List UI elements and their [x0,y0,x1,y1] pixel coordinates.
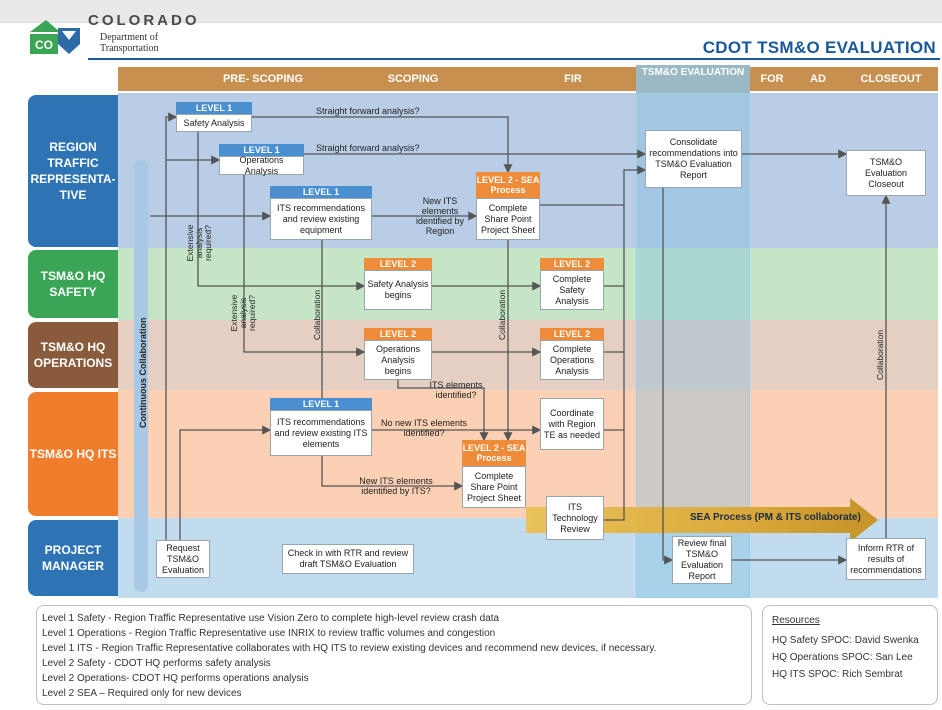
closeout-box: TSM&O Evaluation Closeout [846,150,926,196]
phase-closeout: CLOSEOUT [860,73,922,85]
legend-line-4: Level 2 Safety - CDOT HQ performs safety… [42,658,271,669]
legend-line-3: Level 1 ITS - Region Traffic Representat… [42,643,657,654]
lane-label-operations: TSM&O HQ OPERATIONS [28,322,118,388]
l2-sea-bottom-tag: LEVEL 2 - SEA Process [462,440,526,466]
resources-title: Resources [772,615,820,626]
legend-line-5: Level 2 Operations- CDOT HQ performs ope… [42,673,309,684]
its-technology-review-box: ITS Technology Review [546,496,604,540]
sea-process-label: SEA Process (PM & ITS collaborate) [690,512,861,523]
label-new-its-region: New ITS elements identified by Region [415,196,465,236]
l2-ops-begin-tag: LEVEL 2 [364,328,432,340]
l1-its-rtr-tag: LEVEL 1 [270,186,372,198]
label-straight-forward-1: Straight forward analysis? [316,106,420,116]
resource-safety-spoc: HQ Safety SPOC: David Swenka [772,635,919,646]
phase-scoping: SCOPING [387,73,439,85]
inform-rtr-box: Inform RTR of results of recommendations [846,538,926,580]
phase-for: FOR [760,73,784,85]
top-bar [0,0,942,23]
l1-safety-tag: LEVEL 1 [176,102,252,114]
l2-sea-bottom-box: Complete Share Point Project Sheet [462,466,526,508]
l2-safety-complete-tag: LEVEL 2 [540,258,604,270]
l1-its-rtr-box: ITS recommendations and review existing … [270,198,372,240]
l2-sea-top-tag: LEVEL 2 - SEA Process [476,172,540,198]
lane-label-region: REGION TRAFFIC REPRESENTA-TIVE [28,95,118,247]
check-in-rtr-box: Check in with RTR and review draft TSM&O… [282,544,414,574]
label-new-its-by-its: New ITS elements identified by ITS? [359,476,433,496]
label-collaboration-1: Collaboration [312,289,322,340]
lane-label-safety: TSM&O HQ SAFETY [28,250,118,318]
legend-line-1: Level 1 Safety - Region Traffic Represen… [42,613,500,624]
page-title: CDOT TSM&O EVALUATION [702,38,936,57]
title-divider [88,58,940,60]
lane-bg-safety [118,248,938,320]
phase-pre-scoping: PRE- SCOPING [222,73,304,85]
l2-safety-begin-box: Safety Analysis begins [364,270,432,310]
phase-bar: PRE- SCOPING SCOPING FIR FOR AD CLOSEOUT [118,67,938,91]
label-extensive-1: Extensive analysis required? [185,224,213,262]
sea-process-arrow-head [850,498,878,542]
resource-operations-spoc: HQ Operations SPOC: San Lee [772,652,913,663]
consolidate-report-box: Consolidate recommendations into TSM&O E… [645,130,742,188]
label-collaboration-3: Collaboration [875,329,885,380]
l2-ops-begin-box: Operations Analysis begins [364,340,432,380]
resources-panel [762,605,938,705]
coordinate-region-te-box: Coordinate with Region TE as needed [540,398,604,450]
legend-line-6: Level 2 SEA – Required only for new devi… [42,688,242,699]
l1-its-hq-tag: LEVEL 1 [270,398,372,410]
legend-panel [36,605,752,705]
l2-ops-complete-tag: LEVEL 2 [540,328,604,340]
department-line1: Department of [100,32,159,43]
continuous-collaboration-bar [134,160,148,592]
logo-state-name: COLORADO [88,12,200,29]
lane-label-pm: PROJECT MANAGER [28,520,118,596]
l2-safety-begin-tag: LEVEL 2 [364,258,432,270]
phase-ad: AD [810,73,826,85]
l1-its-hq-box: ITS recommendations and review existing … [270,410,372,456]
l2-sea-top-box: Complete Share Point Project Sheet [476,198,540,240]
label-straight-forward-2: Straight forward analysis? [316,143,420,153]
l2-safety-complete-box: Complete Safety Analysis [540,270,604,310]
l2-ops-complete-box: Complete Operations Analysis [540,340,604,380]
review-final-report-box: Review final TSM&O Evaluation Report [672,536,732,584]
lane-bg-its [118,390,938,518]
label-collaboration-2: Collaboration [497,289,507,340]
cdot-logo: CO [28,18,82,58]
department-line2: Transportation [100,43,159,54]
resource-its-spoc: HQ ITS SPOC: Rich Sembrat [772,669,903,680]
request-evaluation-box: Request TSM&O Evaluation [156,540,210,578]
legend-line-2: Level 1 Operations - Region Traffic Repr… [42,628,496,639]
label-its-identified: ITS elements identified? [429,380,483,400]
l1-ops-tag: LEVEL 1 [219,144,304,156]
label-no-new-its: No new ITS elements identified? [380,418,468,438]
l1-ops-box: Operations Analysis [219,155,304,176]
lane-label-its: TSM&O HQ ITS [28,392,118,516]
label-extensive-2: Extensive analysis required? [229,294,257,332]
phase-tsmo-evaluation: TSM&O EVALUATION [636,65,750,93]
lane-bg-operations [118,320,938,390]
l1-safety-box: Safety Analysis [176,114,252,132]
logo-badge-text: CO [35,38,53,52]
phase-fir: FIR [564,73,582,85]
